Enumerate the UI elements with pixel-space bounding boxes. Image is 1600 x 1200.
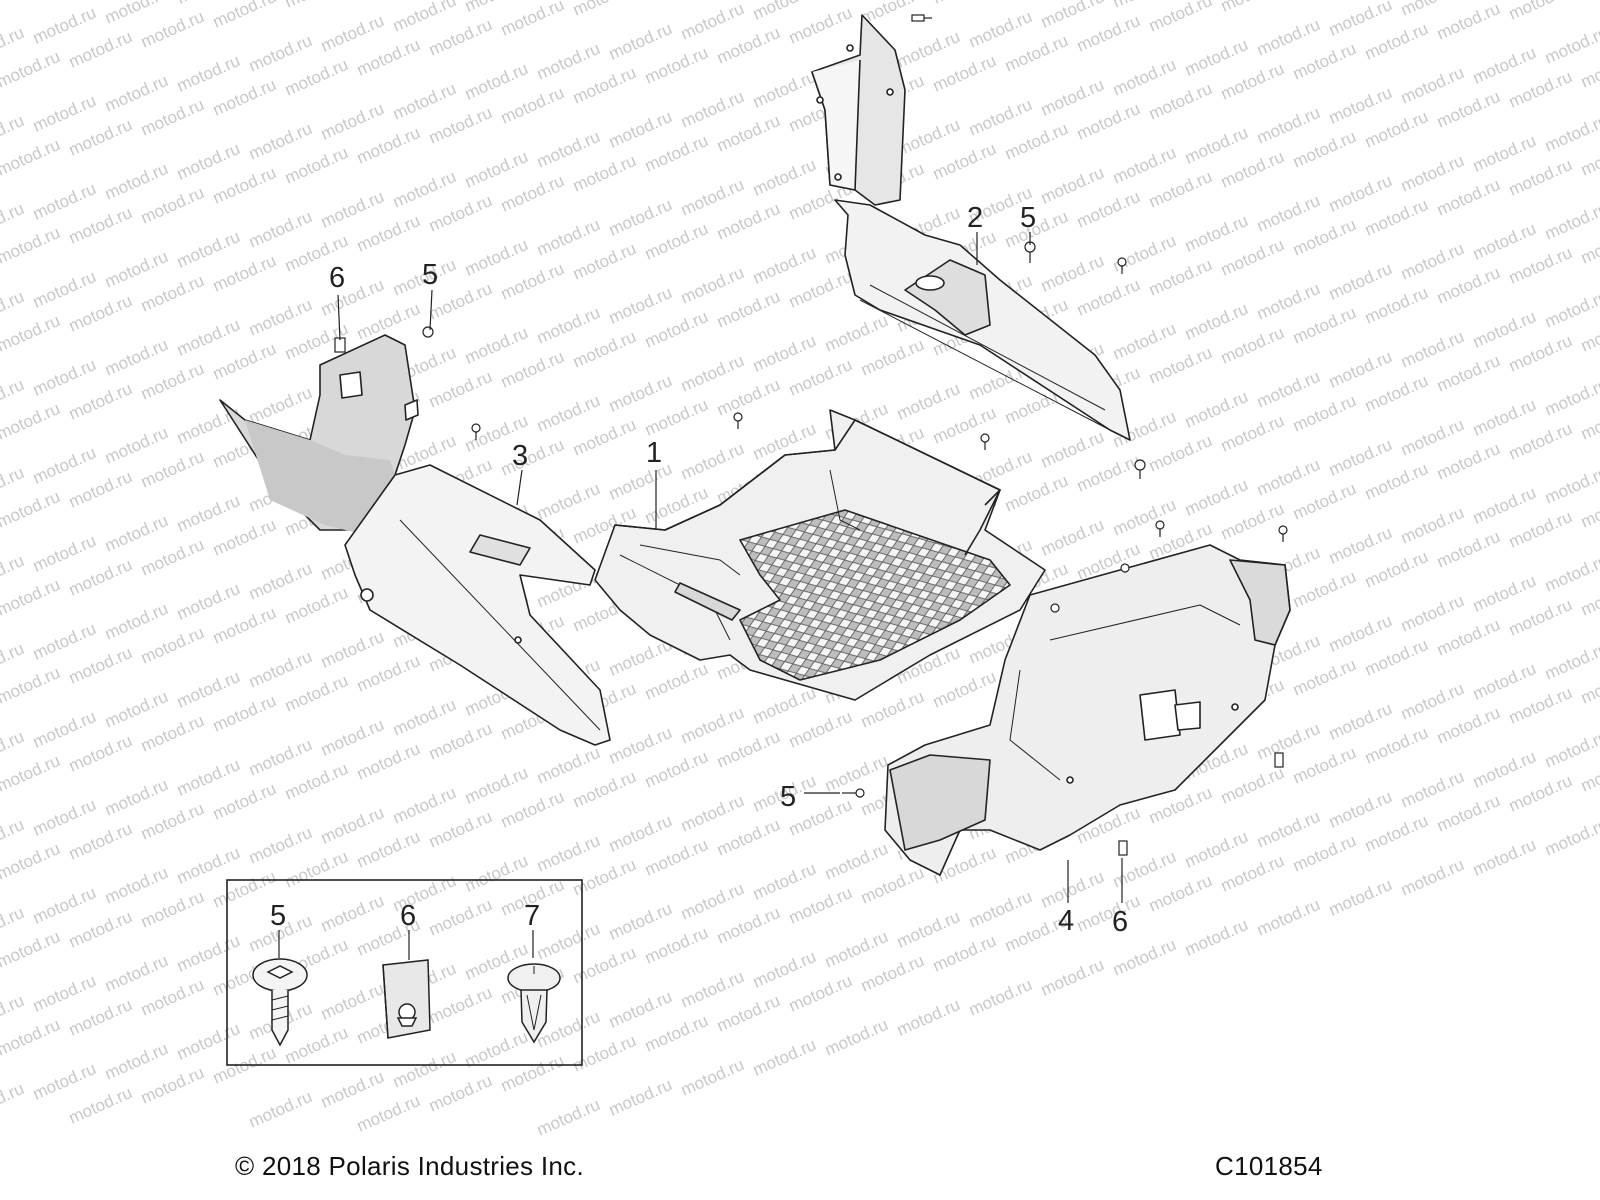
leader-lines [337, 232, 1123, 903]
callout-3: 3 [512, 440, 528, 472]
screw-icon [252, 958, 308, 1047]
drawing-id: C101854 [1215, 1151, 1323, 1181]
callout-5-left: 5 [422, 259, 438, 291]
callout-5-upper-right: 5 [1020, 202, 1036, 234]
loose-fasteners [334, 14, 1288, 856]
callout-5-lower: 5 [780, 781, 796, 813]
part-3-left-panel [219, 334, 611, 746]
hardware-inset: 5 6 7 [226, 879, 583, 1066]
callout-4: 4 [1058, 905, 1074, 937]
inset-label-5: 5 [270, 900, 286, 932]
inset-label-7: 7 [524, 900, 540, 932]
part-2-side-rail [811, 14, 1131, 441]
callout-1: 1 [646, 437, 662, 469]
inset-label-6: 6 [400, 900, 416, 932]
copyright-text: © 2018 Polaris Industries Inc. [235, 1151, 584, 1181]
part-1-floor [594, 409, 1046, 701]
push-rivet-icon [507, 963, 561, 1044]
callouts: 1 2 3 4 5 5 5 6 6 [329, 202, 1128, 938]
callout-2: 2 [967, 202, 983, 234]
u-nut-clip-icon [382, 959, 431, 1039]
part-4-right-panel [884, 544, 1291, 876]
callout-6-left: 6 [329, 262, 345, 294]
callout-6-lower: 6 [1112, 906, 1128, 938]
